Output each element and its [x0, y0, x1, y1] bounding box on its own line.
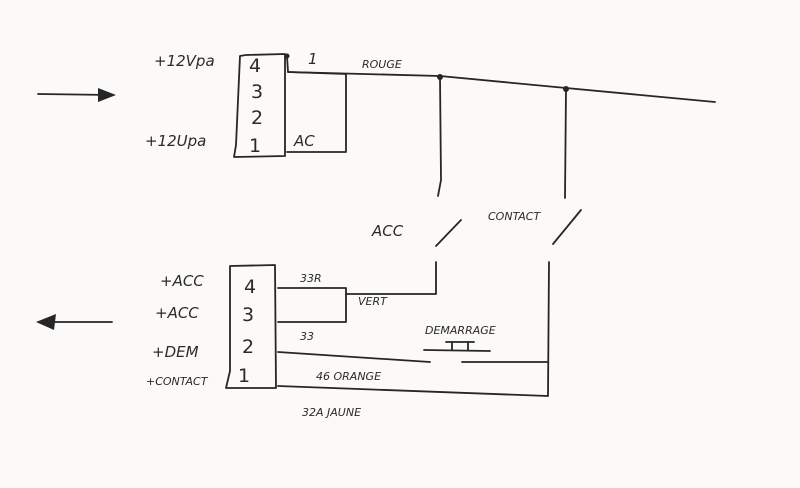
- top-wires: 1 ROUGE AC: [286, 50, 716, 153]
- contact-switch-label: CONTACT: [488, 210, 541, 223]
- bottom-pin-1: 1: [238, 365, 250, 387]
- bottom-label-contact: +CONTACT: [146, 375, 209, 388]
- bottom-connector: 4 3 2 1 +ACC +ACC +DEM +CONTACT: [146, 264, 277, 389]
- arrow-left-out: [36, 314, 113, 330]
- wire-33r: 33R: [300, 272, 322, 285]
- acc-switch-label: ACC: [371, 222, 404, 240]
- bottom-label-acc-2: +ACC: [155, 304, 199, 322]
- top-pin-4: 4: [249, 55, 261, 77]
- demarrage-label: DEMARRAGE: [425, 324, 496, 337]
- bottom-label-dem: +DEM: [152, 343, 199, 361]
- wire-32a-jaune: 32A JAUNE: [302, 406, 361, 419]
- bottom-label-acc-1: +ACC: [160, 272, 204, 290]
- wire-1-number: 1: [308, 50, 318, 68]
- bottom-pin-3: 3: [242, 304, 254, 326]
- arrow-right-in: [37, 88, 116, 102]
- wire-33: 33: [300, 330, 314, 343]
- demarrage-button: DEMARRAGE: [423, 324, 549, 363]
- wire-46-orange: 46 ORANGE: [316, 370, 381, 383]
- top-connector: 4 3 2 1 +12Vpa +12Upa: [145, 52, 290, 158]
- top-pin1-label: +12Upa: [145, 132, 206, 150]
- bottom-pin-2: 2: [242, 336, 254, 358]
- wire-ac-label: AC: [293, 132, 315, 150]
- contact-switch: CONTACT: [277, 88, 582, 397]
- top-pin-3: 3: [251, 81, 263, 103]
- wire-1-color: ROUGE: [362, 58, 402, 71]
- top-pin-1: 1: [249, 135, 261, 157]
- bottom-wires: 33R VERT 33 46 ORANGE 32A JAUNE: [277, 272, 431, 419]
- wire-vert: VERT: [358, 295, 388, 308]
- acc-switch: ACC: [345, 76, 462, 295]
- top-pin-2: 2: [251, 107, 263, 129]
- top-pin4-label: +12Vpa: [154, 52, 215, 70]
- bottom-pin-4: 4: [244, 276, 256, 298]
